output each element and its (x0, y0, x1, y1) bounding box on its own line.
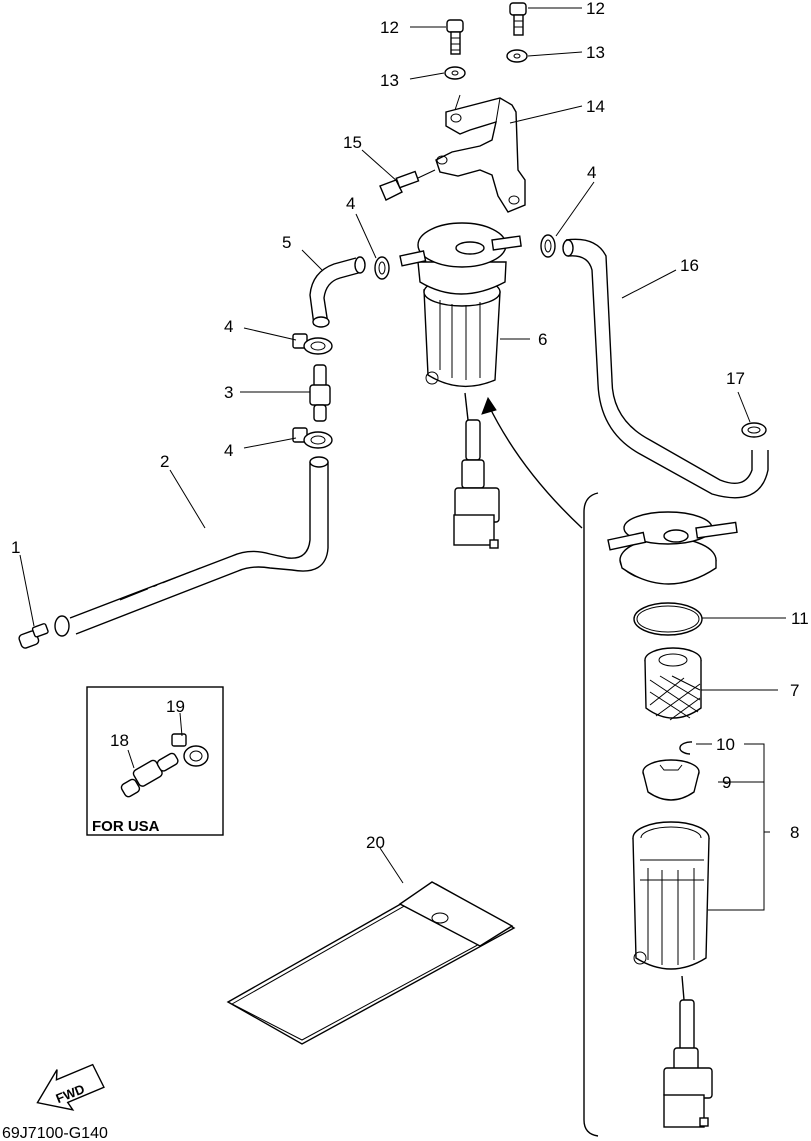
hose-16 (562, 238, 769, 499)
drain-plug-1 (18, 623, 49, 649)
inset-label: FOR USA (92, 818, 160, 835)
washer-13-left (444, 66, 466, 80)
tool-pouch-20 (226, 847, 516, 1045)
callout-4-a: 4 (346, 194, 355, 213)
fuel-filter-6 (399, 222, 522, 549)
callout-4-c: 4 (224, 441, 233, 460)
callout-13-left: 13 (380, 71, 399, 90)
callout-15: 15 (343, 133, 362, 152)
bracket-14 (435, 94, 526, 213)
clamp-4-a (374, 256, 390, 280)
callout-13-right: 13 (586, 43, 605, 62)
callout-20: 20 (366, 833, 385, 852)
bolt-12-right (509, 2, 527, 36)
screw-15 (379, 169, 436, 201)
callout-10: 10 (716, 735, 735, 754)
bolt-12-left (446, 19, 464, 55)
o-ring-11 (633, 602, 703, 636)
diagram-code: 69J7100-G140 (2, 1125, 108, 1141)
callout-19: 19 (166, 697, 185, 716)
callout-8: 8 (790, 823, 799, 842)
element-7 (644, 647, 702, 721)
leader-lines (19, 7, 786, 745)
callout-6: 6 (538, 330, 547, 349)
callout-18: 18 (110, 731, 129, 750)
washer-13-right (506, 49, 528, 63)
callout-14: 14 (586, 97, 605, 116)
inset-for-usa (86, 686, 224, 836)
callout-5: 5 (282, 233, 291, 252)
callout-11: 11 (791, 609, 809, 628)
fwd-arrow: FWD (36, 1063, 105, 1111)
callout-3: 3 (224, 383, 233, 402)
clamp-19 (171, 733, 209, 767)
callout-numbers: 12 12 13 13 14 15 4 4 5 16 4 6 17 3 4 2 … (11, 0, 809, 852)
callout-7: 7 (790, 681, 799, 700)
callout-1: 1 (11, 538, 20, 557)
hose-2 (54, 456, 329, 637)
joint-3 (309, 364, 331, 422)
callout-12-right: 12 (586, 0, 605, 18)
detail-bracket-line (481, 396, 599, 1137)
callout-16: 16 (680, 256, 699, 275)
joint-18 (120, 752, 179, 798)
hose-5 (309, 256, 366, 328)
callout-4-d: 4 (587, 163, 596, 182)
clamp-4-c (292, 427, 333, 449)
callout-17: 17 (726, 369, 745, 388)
callout-9: 9 (722, 773, 731, 792)
circlip-10 (679, 741, 693, 755)
leader-8-bracket (708, 743, 770, 911)
clamp-4-b (292, 333, 333, 355)
callout-2: 2 (160, 452, 169, 471)
callout-12-left: 12 (380, 18, 399, 37)
clamp-4-d (540, 234, 556, 258)
filter-cap (607, 511, 738, 585)
callout-4-b: 4 (224, 317, 233, 336)
clamp-17 (741, 422, 767, 438)
bowl-8 (632, 821, 713, 1128)
float-9 (642, 759, 700, 801)
